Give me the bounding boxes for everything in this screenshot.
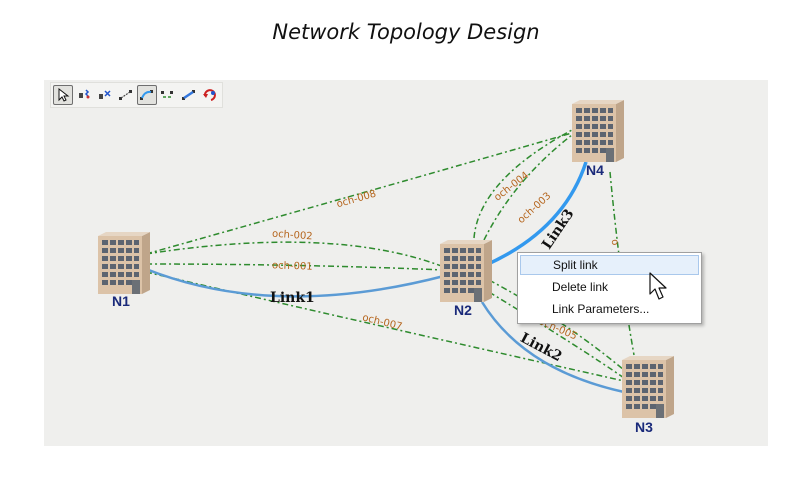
node-n3[interactable]: N3 xyxy=(622,356,674,435)
channel-label-och-004: och-004 xyxy=(492,170,531,204)
channel-label-och-007: och-007 xyxy=(361,312,403,333)
node-n4[interactable]: N4 xyxy=(572,100,624,178)
menu-item-delete-link[interactable]: Delete link xyxy=(552,280,609,294)
node-label: N2 xyxy=(454,302,472,318)
channel-och-002[interactable] xyxy=(145,241,445,268)
pointer-select-icon[interactable] xyxy=(53,85,73,105)
delete-node-icon[interactable] xyxy=(95,85,115,105)
channel-och-007[interactable] xyxy=(145,271,625,382)
channel-label-och-001: och-001 xyxy=(272,260,313,272)
undo-icon[interactable] xyxy=(200,85,220,105)
channel-label-och-002: och-002 xyxy=(272,229,313,243)
add-link-icon[interactable] xyxy=(116,85,136,105)
link-context-menu: Split link Delete link Link Parameters..… xyxy=(517,252,702,324)
node-n2[interactable]: N2 xyxy=(440,240,492,318)
draw-link-icon[interactable] xyxy=(137,85,157,105)
link-label-link1: Link1 xyxy=(270,290,315,306)
node-label: N3 xyxy=(635,419,653,435)
link-link2[interactable] xyxy=(480,301,625,394)
node-label: N1 xyxy=(112,293,130,309)
menu-item-split-link[interactable]: Split link xyxy=(520,255,699,275)
mouse-cursor-icon xyxy=(649,272,667,300)
channel-och-006[interactable] xyxy=(609,171,635,356)
add-node-icon[interactable] xyxy=(74,85,94,105)
channel-och-005[interactable] xyxy=(488,279,625,371)
add-channel-icon[interactable] xyxy=(158,85,178,105)
link-link3[interactable] xyxy=(485,161,588,267)
channel-och-005b[interactable] xyxy=(488,291,625,379)
page-title: Network Topology Design xyxy=(272,20,540,44)
channel-label-och-006: o xyxy=(609,238,621,246)
node-n1[interactable]: N1 xyxy=(98,232,150,309)
link-link1[interactable] xyxy=(145,267,445,298)
node-label: N4 xyxy=(586,162,604,178)
channel-och-003[interactable] xyxy=(483,134,573,241)
editor-toolbar xyxy=(50,82,223,108)
topology-graph[interactable]: och-008 och-002 och-001 och-007 och-004 … xyxy=(44,80,768,446)
channel-label-och-008: och-008 xyxy=(335,189,377,211)
channel-och-001[interactable] xyxy=(145,263,445,271)
menu-item-link-parameters[interactable]: Link Parameters... xyxy=(552,302,650,316)
route-channel-icon[interactable] xyxy=(179,85,199,105)
channel-och-008[interactable] xyxy=(145,132,573,255)
channel-label-och-003: och-003 xyxy=(516,191,554,226)
channel-och-004[interactable] xyxy=(473,129,573,239)
